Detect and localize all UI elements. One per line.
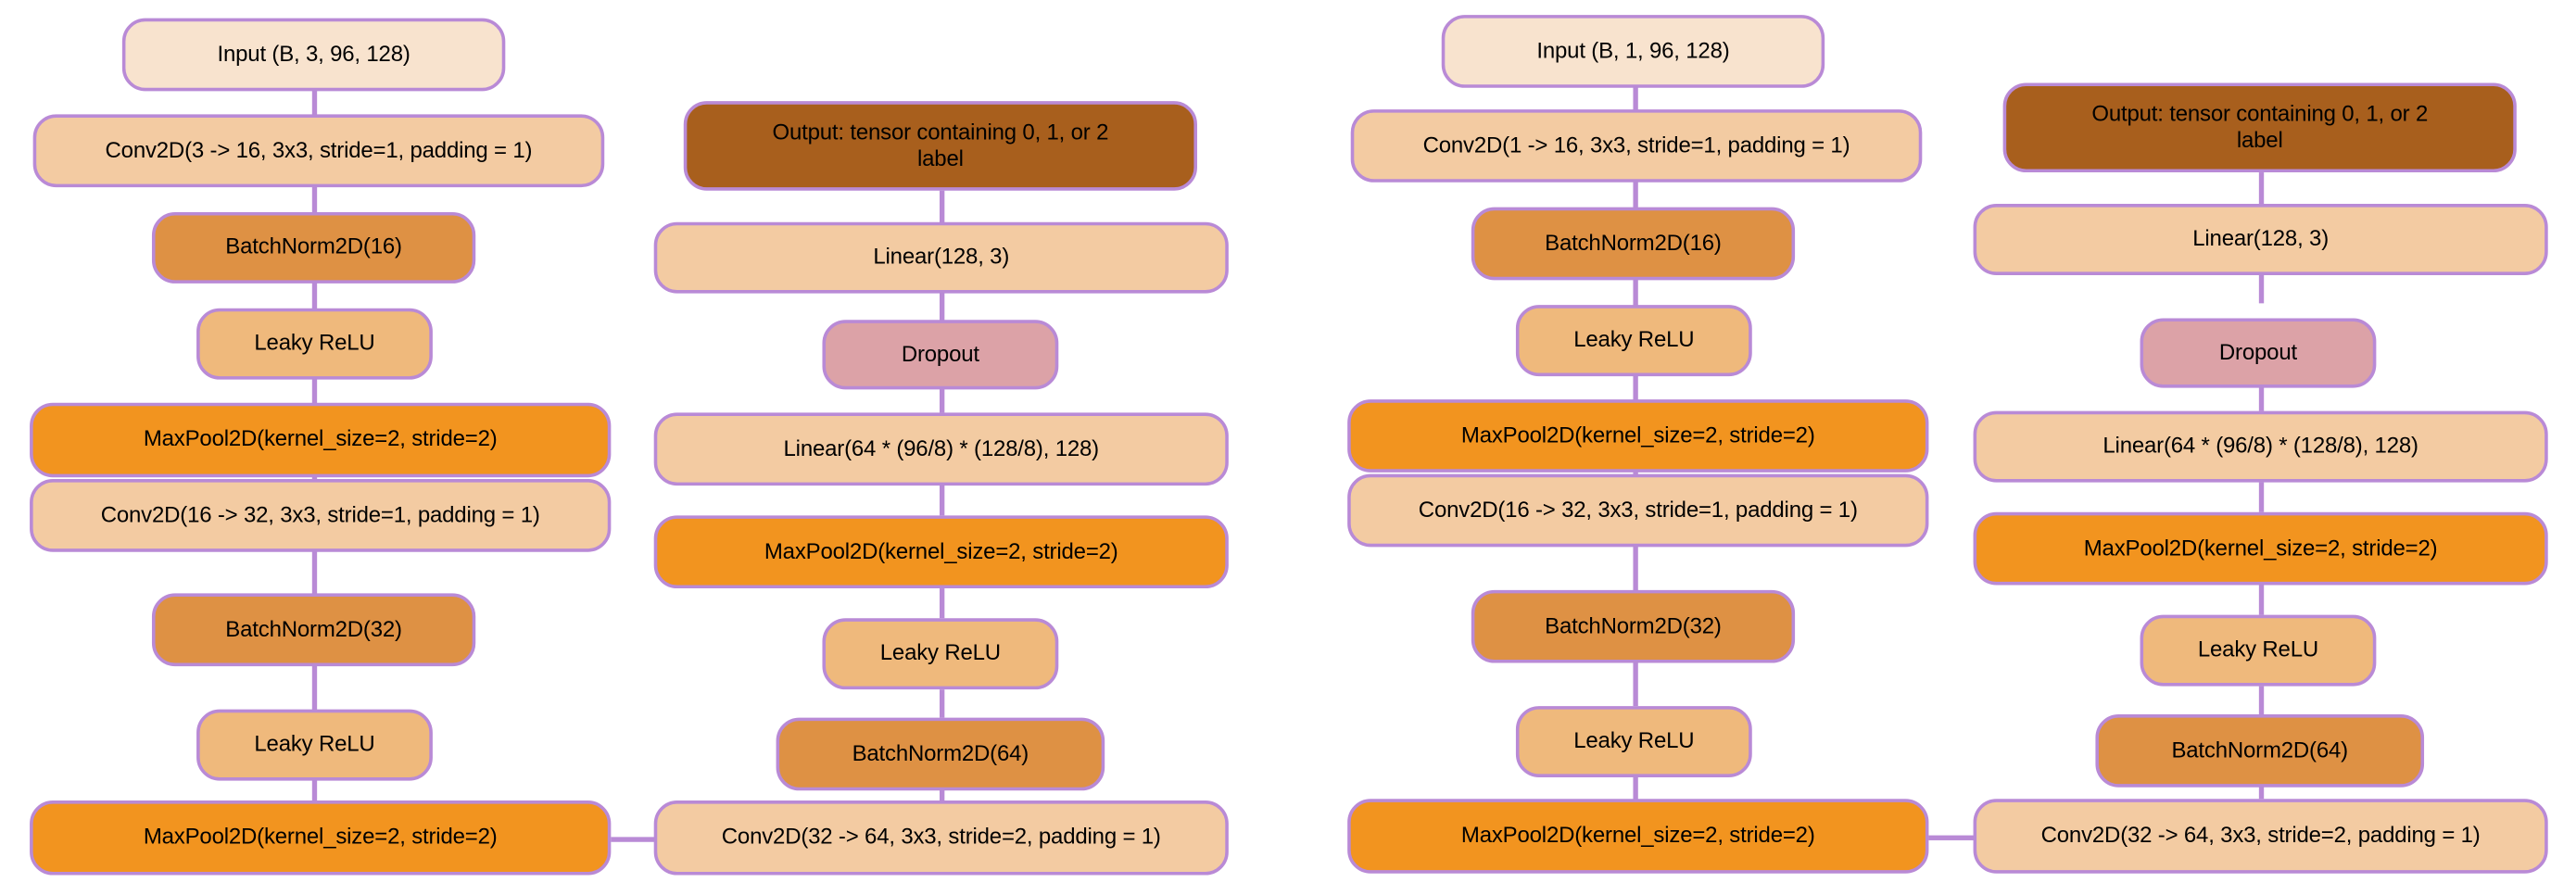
node-linear-flat-128-gray[interactable]: Linear(64 * (96/8) * (128/8), 128)	[1973, 410, 2548, 483]
edge-m16-m17	[2258, 785, 2264, 800]
node-conv2d-32-64-gray[interactable]: Conv2D(32 -> 64, 3x3, stride=2, padding …	[1973, 799, 2548, 874]
node-leaky-relu-1-gray[interactable]: Leaky ReLU	[1515, 305, 1752, 377]
node-dropout-2[interactable]: Dropout	[2140, 318, 2377, 388]
node-conv2d-16-32-gray[interactable]: Conv2D(16 -> 32, 3x3, stride=1, padding …	[1347, 473, 1929, 548]
edge-n5-n6	[311, 473, 317, 483]
edge-m6-m7	[1633, 545, 1637, 592]
edge-n16-n17	[939, 788, 944, 801]
node-conv2d-3-16[interactable]: Conv2D(3 -> 16, 3x3, stride=1, padding =…	[32, 114, 605, 188]
edge-n8-n9	[311, 778, 317, 804]
node-output-gray[interactable]: Output: tensor containing 0, 1, or 2 lab…	[2002, 82, 2517, 173]
node-leaky-relu-3[interactable]: Leaky ReLU	[822, 618, 1059, 690]
edge-m14-m15	[2258, 585, 2264, 615]
node-maxpool2d-2-gray[interactable]: MaxPool2D(kernel_size=2, stride=2)	[1347, 799, 1929, 874]
node-batchnorm2d-16[interactable]: BatchNorm2D(16)	[151, 211, 476, 284]
node-batchnorm2d-16-gray[interactable]: BatchNorm2D(16)	[1471, 207, 1796, 281]
node-linear-128-3-gray[interactable]: Linear(128, 3)	[1973, 204, 2548, 275]
edge-n6-n7	[311, 548, 317, 596]
node-maxpool2d-1[interactable]: MaxPool2D(kernel_size=2, stride=2)	[30, 402, 612, 478]
edge-n2-n3	[311, 185, 317, 214]
node-conv2d-16-32[interactable]: Conv2D(16 -> 32, 3x3, stride=1, padding …	[30, 478, 612, 552]
edge-m1-m2	[1633, 86, 1637, 113]
edge-n15-n16	[939, 689, 944, 718]
node-batchnorm2d-64-gray[interactable]: BatchNorm2D(64)	[2095, 714, 2425, 788]
edge-m12-m13	[2258, 384, 2264, 411]
edge-n7-n8	[311, 662, 317, 712]
edge-n12-n13	[939, 385, 944, 413]
node-maxpool2d-3[interactable]: MaxPool2D(kernel_size=2, stride=2)	[653, 515, 1229, 589]
node-input-rgb[interactable]: Input (B, 3, 96, 128)	[121, 18, 506, 92]
edge-n13-n14	[939, 484, 944, 516]
node-batchnorm2d-32[interactable]: BatchNorm2D(32)	[151, 593, 476, 667]
node-dropout-1[interactable]: Dropout	[822, 320, 1059, 390]
node-maxpool2d-3-gray[interactable]: MaxPool2D(kernel_size=2, stride=2)	[1973, 511, 2548, 586]
edge-m9-m17	[1928, 835, 1977, 840]
edge-n3-n4	[311, 282, 317, 310]
node-batchnorm2d-64[interactable]: BatchNorm2D(64)	[776, 717, 1105, 791]
edge-n11-n12	[939, 291, 944, 322]
node-leaky-relu-2[interactable]: Leaky ReLU	[196, 709, 433, 781]
edge-n1-n2	[311, 87, 317, 119]
node-maxpool2d-2[interactable]: MaxPool2D(kernel_size=2, stride=2)	[30, 800, 612, 876]
node-batchnorm2d-32-gray[interactable]: BatchNorm2D(32)	[1471, 589, 1796, 663]
node-leaky-relu-1[interactable]: Leaky ReLU	[196, 308, 433, 380]
edge-n9-n17	[611, 837, 660, 841]
node-leaky-relu-2-gray[interactable]: Leaky ReLU	[1515, 706, 1752, 777]
node-output-rgb[interactable]: Output: tensor containing 0, 1, or 2 lab…	[683, 101, 1197, 191]
node-conv2d-32-64[interactable]: Conv2D(32 -> 64, 3x3, stride=2, padding …	[653, 800, 1229, 876]
node-linear-128-3[interactable]: Linear(128, 3)	[653, 221, 1229, 294]
edge-m2-m3	[1633, 180, 1637, 209]
edge-n14-n15	[939, 588, 944, 619]
node-input-gray[interactable]: Input (B, 1, 96, 128)	[1441, 15, 1825, 88]
edge-m7-m8	[1633, 661, 1637, 707]
edge-m3-m4	[1633, 278, 1637, 307]
node-leaky-relu-3-gray[interactable]: Leaky ReLU	[2140, 614, 2377, 687]
edge-n10-n11	[939, 190, 944, 224]
edge-m8-m9	[1633, 775, 1637, 801]
node-linear-flat-128[interactable]: Linear(64 * (96/8) * (128/8), 128)	[653, 412, 1229, 486]
edge-m11-m12	[2258, 274, 2264, 304]
edge-m10-m11	[2258, 172, 2264, 206]
node-conv2d-1-16[interactable]: Conv2D(1 -> 16, 3x3, stride=1, padding =…	[1350, 109, 1923, 183]
edge-m4-m5	[1633, 374, 1637, 403]
edge-m13-m14	[2258, 482, 2264, 512]
edge-m15-m16	[2258, 686, 2264, 715]
node-maxpool2d-1-gray[interactable]: MaxPool2D(kernel_size=2, stride=2)	[1347, 399, 1929, 473]
edge-n4-n5	[311, 377, 317, 407]
